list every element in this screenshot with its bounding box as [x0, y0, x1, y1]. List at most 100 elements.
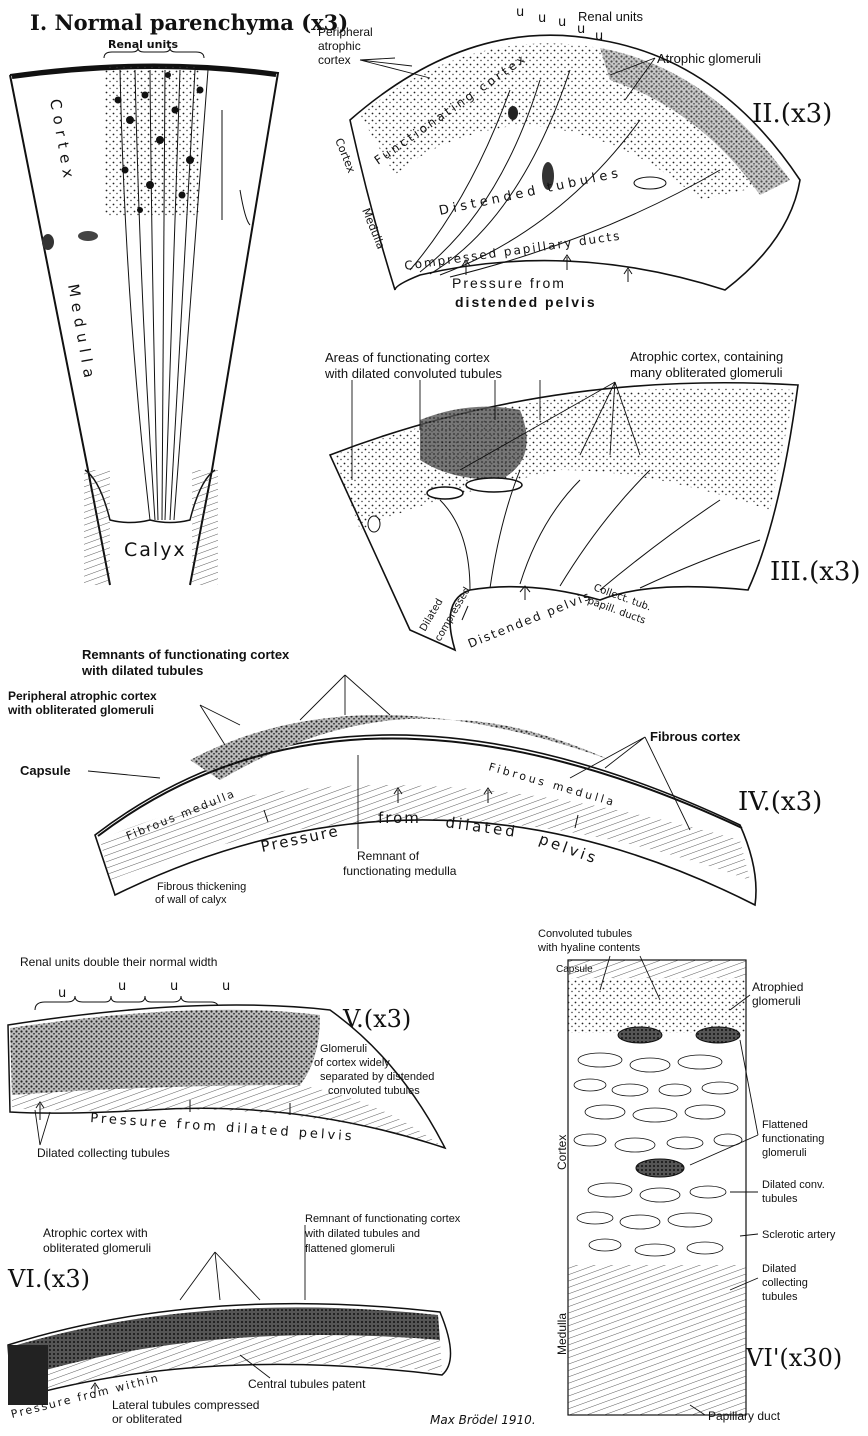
panel-2-renal-units-label: Renal units	[578, 9, 644, 24]
panel-2-peripheral-label: atrophic	[318, 39, 361, 53]
panel-6-central-label: Central tubules patent	[248, 1377, 366, 1391]
panel-3-areas-label: Areas of functionating cortex	[325, 350, 490, 365]
panel-2-cortex-label: Cortex	[332, 136, 358, 175]
panel-2-pressure-label: Pressure from	[452, 275, 566, 291]
panel-6-remnant-label: with dilated tubules and	[304, 1228, 420, 1240]
panel-6p-flattened-label: functionating	[762, 1133, 824, 1145]
panel-5-roman-label: V.(x3)	[342, 1005, 411, 1033]
panel-4-remnant-medulla-label: functionating medulla	[343, 864, 457, 878]
panel-6-atrophic-label: Atrophic cortex with	[43, 1226, 148, 1240]
leader-line	[300, 675, 390, 720]
panel-5-u-mark: u	[170, 979, 178, 994]
leader-line	[88, 771, 160, 778]
panel-2-peripheral-label: Peripheral	[318, 25, 373, 39]
panel-2-roman-label: II.(x3)	[752, 99, 832, 129]
panel-6p-flattened-glomerulus	[618, 1027, 662, 1043]
panel-5-u-mark: u	[222, 979, 230, 994]
panel-6p-papillary-label: Papillary duct	[708, 1409, 781, 1423]
panel-6p-sclerotic-label: Sclerotic artery	[762, 1229, 836, 1241]
panel-6-remnant-label: flattened glomeruli	[305, 1243, 395, 1255]
panel-4-fibrous-cortex-label: Fibrous cortex	[650, 729, 741, 744]
calyx-wall-hatch-right	[192, 470, 218, 585]
panel-6p-collecting-label: collecting	[762, 1277, 808, 1289]
panel-6p-flattened-label: Flattened	[762, 1119, 808, 1131]
panel-4-remnants-label: Remnants of functionating cortex	[82, 647, 290, 662]
panel-4-capsule-label: Capsule	[20, 763, 71, 778]
calyx-wall-hatch-left	[84, 470, 110, 585]
panel-2-dilated-tubule	[634, 177, 666, 189]
panel-4-peripheral-label: with obliterated glomeruli	[7, 703, 154, 717]
panel-6-lateral-label: Lateral tubules compressed	[112, 1398, 259, 1412]
panel-5-renal-units-label: Renal units double their normal width	[20, 955, 217, 969]
panel-2-peripheral-label: cortex	[318, 53, 351, 67]
panel-3-atrophic-label: Atrophic cortex, containing	[630, 349, 783, 364]
panel-5: Renal units double their normal width u …	[8, 955, 445, 1160]
panel-6p-collecting-label: Dilated	[762, 1263, 796, 1275]
panel-4-remnant-medulla-label: Remnant of	[357, 849, 420, 863]
panel-5-glomeruli-label: separated by distended	[320, 1071, 434, 1083]
panel-6p-medulla-band	[568, 1265, 746, 1415]
panel-5-u-mark: u	[58, 986, 66, 1001]
leader-line	[35, 1110, 50, 1145]
panel-2-atrophic-glomeruli-label: Atrophic glomeruli	[657, 51, 761, 66]
panel-4-fibrous-thickening-label: of wall of calyx	[155, 894, 227, 906]
leader-line	[200, 705, 240, 745]
panel-6-atrophic-label: obliterated glomeruli	[43, 1241, 151, 1255]
panel-1-normal-parenchyma: I. Normal parenchyma (x3) Renal units Co…	[10, 10, 348, 585]
panel-2-dilated-tubule	[508, 106, 518, 120]
panel-6p-capsule-band	[568, 960, 746, 978]
panel-3-pelvis-label: Distended pelvis	[466, 588, 594, 650]
panel-3-dilated-tubule	[368, 516, 380, 532]
panel-2-u-mark: u	[516, 5, 524, 20]
panel-5-glomeruli-label: convoluted tubules	[328, 1085, 420, 1097]
panel-5-cortex	[10, 1010, 320, 1095]
panel-6p-medulla-label: Medulla	[555, 1313, 569, 1355]
panel-6-prime: Convoluted tubules with hyaline contents…	[430, 928, 842, 1427]
panel-3-dilated-tubule	[427, 487, 463, 499]
panel-6p-flattened-glomerulus	[696, 1027, 740, 1043]
panel-6p-convoluted-label: Convoluted tubules	[538, 928, 633, 940]
signature: Max Brödel 1910.	[430, 1413, 536, 1427]
panel-6p-upper-cortex	[568, 978, 746, 1033]
panel-6p-flattened-glomerulus	[636, 1159, 684, 1177]
panel-4-pressure-word: from	[378, 809, 421, 827]
panel-6p-flattened-label: glomeruli	[762, 1147, 807, 1159]
panel-2-u-mark: u	[577, 22, 585, 37]
panel-5-dilated-label: Dilated collecting tubules	[37, 1146, 170, 1160]
panel-2: u u u u u Renal units Peripheral atrophi…	[318, 5, 832, 310]
leader-line	[180, 1252, 260, 1300]
panel-6p-roman-label: VI'(x30)	[745, 1344, 842, 1372]
panel-2-u-mark: u	[558, 15, 566, 30]
panel-1-cortex-label: Cortex	[46, 98, 79, 185]
panel-6: Atrophic cortex with obliterated glomeru…	[7, 1213, 461, 1426]
panel-2-pressure-label: distended pelvis	[455, 294, 597, 310]
panel-6p-atrophied-label: glomeruli	[752, 994, 801, 1008]
cortex-stippling	[105, 66, 200, 216]
panel-6-roman-label: VI.(x3)	[7, 1265, 90, 1293]
panel-2-u-mark: u	[595, 29, 603, 44]
leader-line	[360, 58, 430, 78]
panel-6p-capsule-label: Capsule	[556, 964, 593, 975]
panel-1-medulla-label: Medulla	[64, 283, 99, 385]
panel-3-atrophic-label: many obliterated glomeruli	[630, 365, 783, 380]
panel-6p-convoluted-label: with hyaline contents	[537, 942, 641, 954]
panel-6-remnant-label: Remnant of functionating cortex	[305, 1213, 461, 1225]
panel-5-u-mark: u	[118, 979, 126, 994]
panel-1-calyx-label: Calyx	[124, 539, 187, 561]
arcuate-vessel	[42, 234, 54, 250]
panel-5-glomeruli-label: Glomeruli	[320, 1043, 367, 1055]
panel-3-roman-label: III.(x3)	[770, 557, 861, 587]
panel-1-title: I. Normal parenchyma (x3)	[30, 10, 348, 35]
panel-6p-cortex-label: Cortex	[555, 1135, 569, 1170]
panel-4: Remnants of functionating cortex with di…	[7, 647, 822, 906]
panel-6p-collecting-label: tubules	[762, 1291, 798, 1303]
panel-5-glomeruli-label: of cortex widely	[314, 1057, 390, 1069]
panel-4-roman-label: IV.(x3)	[738, 787, 822, 817]
panel-4-fibrous-thickening-label: Fibrous thickening	[157, 881, 246, 893]
panel-6p-atrophied-label: Atrophied	[752, 980, 803, 994]
panel-6p-dilated-conv-label: tubules	[762, 1193, 798, 1205]
panel-6-edge	[8, 1345, 48, 1405]
panel-3: Areas of functionating cortex with dilat…	[324, 349, 861, 651]
panel-2-u-mark: u	[538, 11, 546, 26]
